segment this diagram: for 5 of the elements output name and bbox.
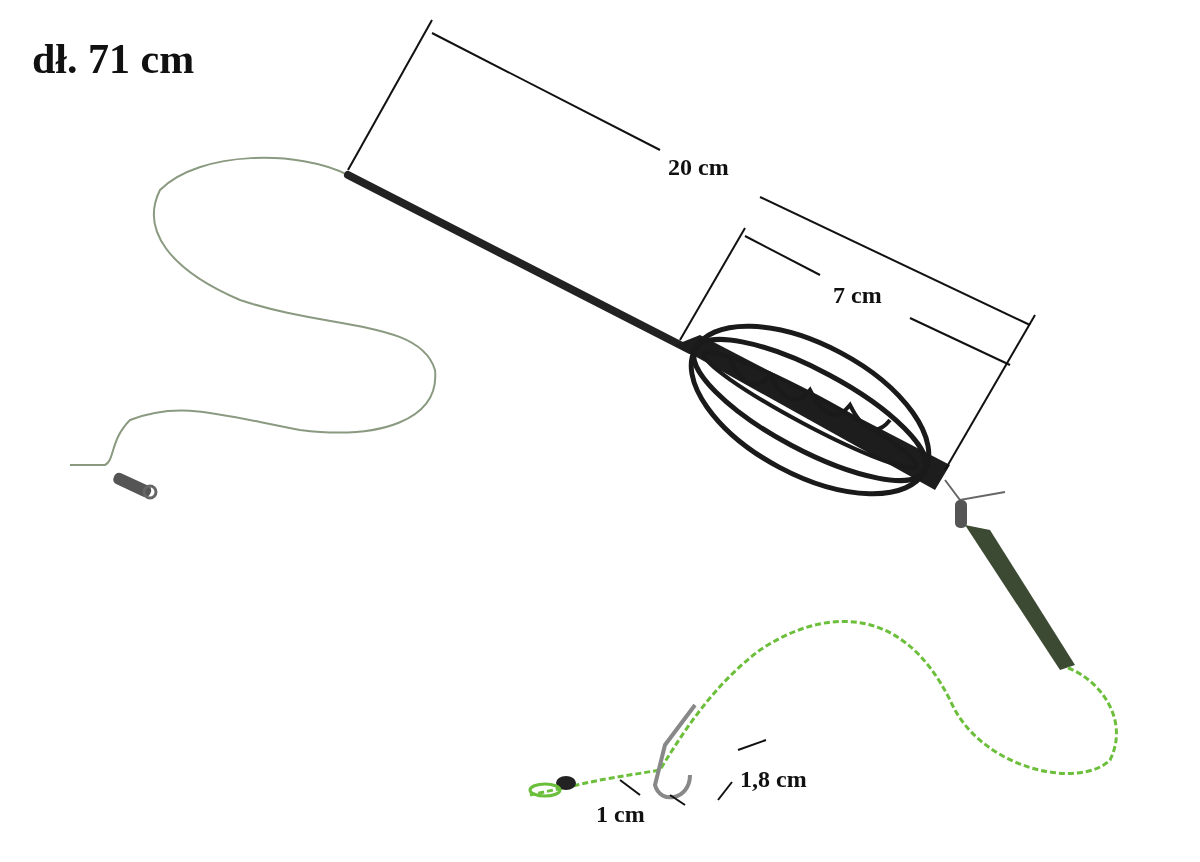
dimension-label: 7 cm: [833, 283, 882, 307]
dimension-label: 1 cm: [596, 802, 645, 826]
total-length-label: dł. 71 cm: [32, 38, 195, 80]
dimension-label: 20 cm: [668, 155, 729, 179]
dimension-label: 1,8 cm: [740, 767, 807, 791]
